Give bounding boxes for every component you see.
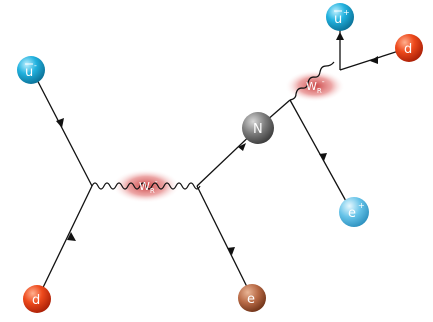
n-label: N [253, 122, 263, 137]
arrowheads [56, 32, 378, 255]
arrow-e-plus-out [319, 153, 327, 161]
e-out-sphere [238, 284, 266, 312]
particle-e-out: e [238, 284, 266, 312]
w-right-wavy-line [289, 61, 335, 101]
particle-u-bar-in: u - [17, 56, 45, 84]
u-bar-in-sphere [17, 56, 45, 84]
u-bar-out-label: u [334, 12, 342, 27]
arrow-e-out [227, 247, 235, 255]
w-left-wavy-line [91, 182, 201, 190]
u-bar-in-line [32, 71, 93, 187]
fermion-lines [32, 17, 409, 301]
w-right-glow [285, 70, 345, 102]
d-in-label: d [32, 293, 40, 308]
e-out-line [196, 185, 253, 298]
d-in-sphere [23, 285, 51, 313]
particle-d-in: d [23, 285, 51, 313]
arrow-d-out [370, 56, 378, 64]
w-right-label: WR- [306, 77, 325, 95]
n-sphere [242, 112, 274, 144]
w-boson-left: WR- [91, 169, 201, 203]
w-left-label: WR- [139, 177, 158, 195]
arrow-u-bar-out [336, 32, 344, 40]
u-bar-out-sphere [326, 3, 354, 31]
particle-n: N [242, 112, 274, 144]
d-out-label: d [404, 42, 412, 57]
u-bar-in-charge: - [34, 61, 37, 70]
w-boson-right: WR- [285, 61, 345, 102]
particle-d-out: d [395, 34, 423, 62]
e-out-label: e [247, 292, 255, 307]
arrow-n-line [238, 143, 246, 151]
particle-e-plus-out: e + [339, 197, 369, 227]
arrow-d-in [67, 232, 76, 241]
e-plus-out-charge: + [358, 201, 365, 210]
d-in-line [36, 185, 93, 301]
u-bar-out-charge: + [343, 8, 350, 17]
u-bar-in-label: u [25, 65, 33, 80]
e-plus-out-sphere [339, 197, 369, 227]
d-out-sphere [395, 34, 423, 62]
e-plus-out-label: e [348, 206, 356, 221]
arrow-u-bar-in [56, 118, 64, 128]
particle-u-bar-out: u + [326, 3, 354, 31]
